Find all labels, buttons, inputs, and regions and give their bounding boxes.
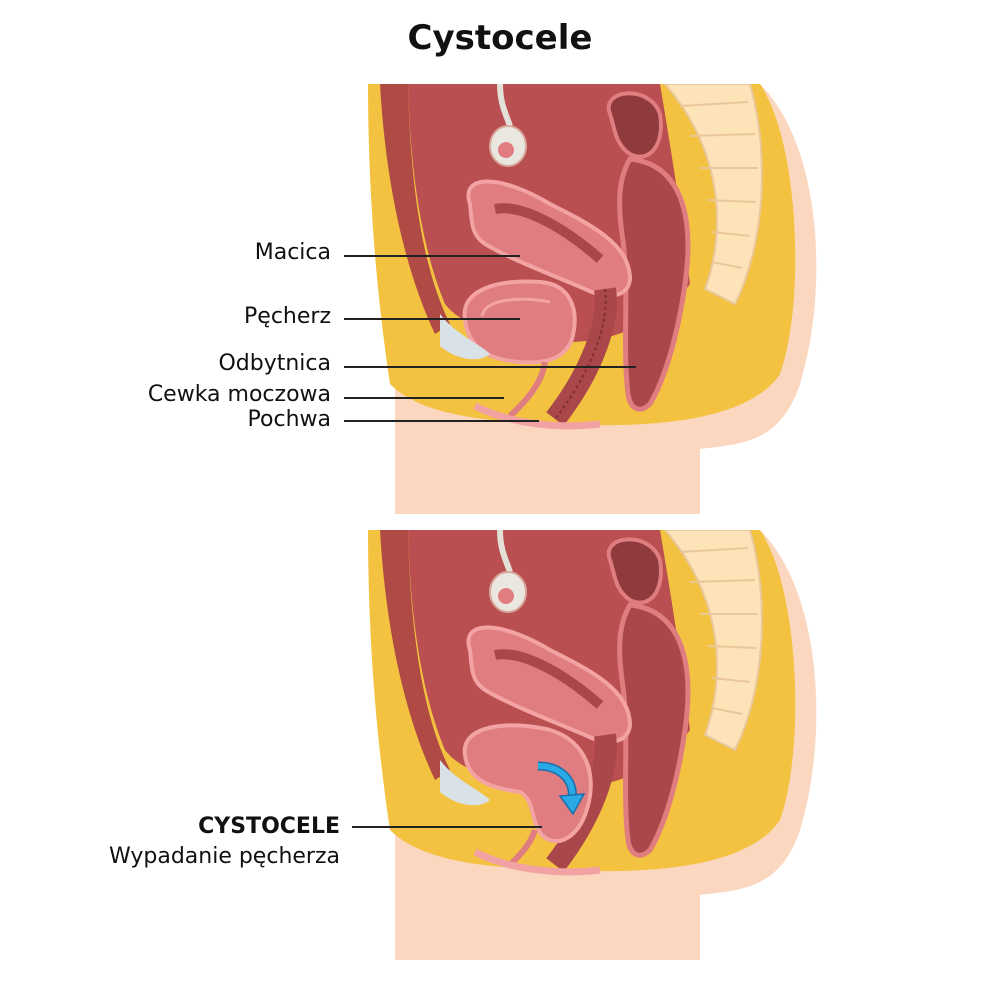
- perineum: [473, 848, 601, 876]
- rectum: [617, 602, 691, 858]
- label-rectum: Odbytnica: [218, 351, 331, 376]
- label-urethra: Cewka moczowa: [147, 382, 331, 407]
- prolapsed-bladder: [462, 723, 593, 844]
- perineum: [473, 402, 601, 430]
- label-vagina: Pochwa: [247, 407, 331, 432]
- sigmoid-colon: [606, 91, 663, 159]
- urethra: [507, 361, 548, 419]
- label-cystocele: CYSTOCELE: [198, 814, 340, 839]
- page-title: Cystocele: [407, 18, 593, 58]
- cystocele-illustration: [360, 530, 830, 960]
- sacrum: [663, 84, 763, 306]
- leader-rectum: [344, 366, 636, 368]
- label-description: Wypadanie pęcherza: [108, 844, 340, 869]
- pubic-bone: [440, 760, 490, 806]
- abdominal-muscle: [380, 530, 450, 780]
- leader-urethra: [344, 397, 504, 399]
- normal-anatomy-illustration: [360, 84, 830, 514]
- normal-anatomy-svg: [368, 84, 817, 514]
- leader-cystocele: [352, 826, 542, 828]
- cystocele-svg: [368, 530, 817, 960]
- ovary: [489, 84, 527, 167]
- rectum: [617, 156, 691, 412]
- abdominal-muscle: [380, 84, 450, 334]
- prolapse-arrow-icon: [537, 761, 586, 816]
- sigmoid-colon: [606, 537, 663, 605]
- leader-vagina: [344, 420, 539, 422]
- leader-bladder: [344, 318, 520, 320]
- pubic-bone: [440, 314, 490, 360]
- label-bladder: Pęcherz: [244, 304, 331, 329]
- sacrum: [663, 530, 763, 752]
- leader-uterus: [344, 255, 520, 257]
- vagina: [546, 733, 617, 872]
- label-uterus: Macica: [254, 240, 331, 265]
- ovary: [489, 530, 527, 613]
